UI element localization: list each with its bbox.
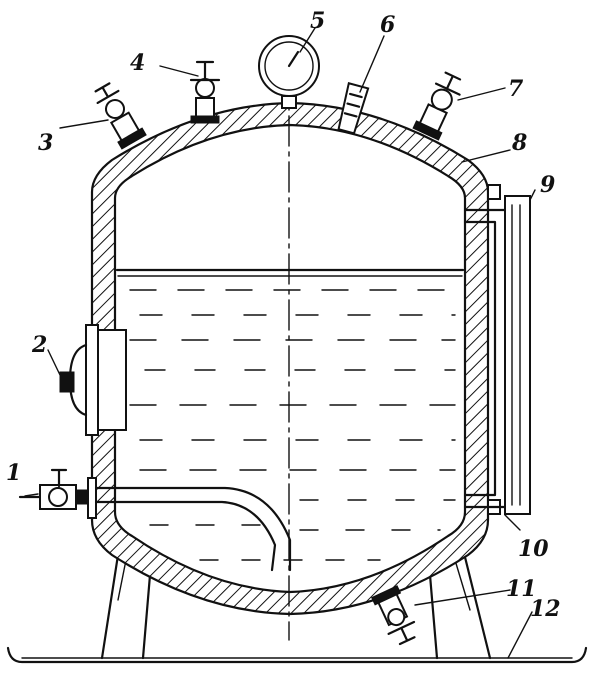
level-gauge <box>463 184 531 515</box>
label-7: 7 <box>508 76 524 102</box>
label-1: 1 <box>6 460 21 486</box>
label-6: 6 <box>380 12 395 38</box>
label-4: 4 <box>130 50 145 76</box>
part-labels: 1 2 3 4 5 6 7 8 9 10 11 12 <box>6 8 561 622</box>
drain-valve <box>371 585 416 646</box>
label-5: 5 <box>310 8 325 34</box>
label-9: 9 <box>540 172 555 198</box>
pressure-gauge <box>258 35 320 109</box>
manhole <box>59 324 127 436</box>
label-8: 8 <box>511 130 527 156</box>
vessel-shell <box>90 101 490 616</box>
top-valve-center-left <box>189 60 221 124</box>
top-valve-right <box>412 71 462 141</box>
top-valve-left <box>94 82 147 150</box>
liquid <box>115 268 465 561</box>
support-legs <box>100 543 492 660</box>
label-11: 11 <box>506 576 537 602</box>
inlet-valve-assembly <box>18 468 292 572</box>
label-10: 10 <box>518 536 549 562</box>
leader-lines <box>24 27 536 659</box>
base-plate <box>6 646 588 664</box>
label-3: 3 <box>38 130 53 156</box>
label-2: 2 <box>31 332 47 358</box>
label-12: 12 <box>530 596 561 622</box>
